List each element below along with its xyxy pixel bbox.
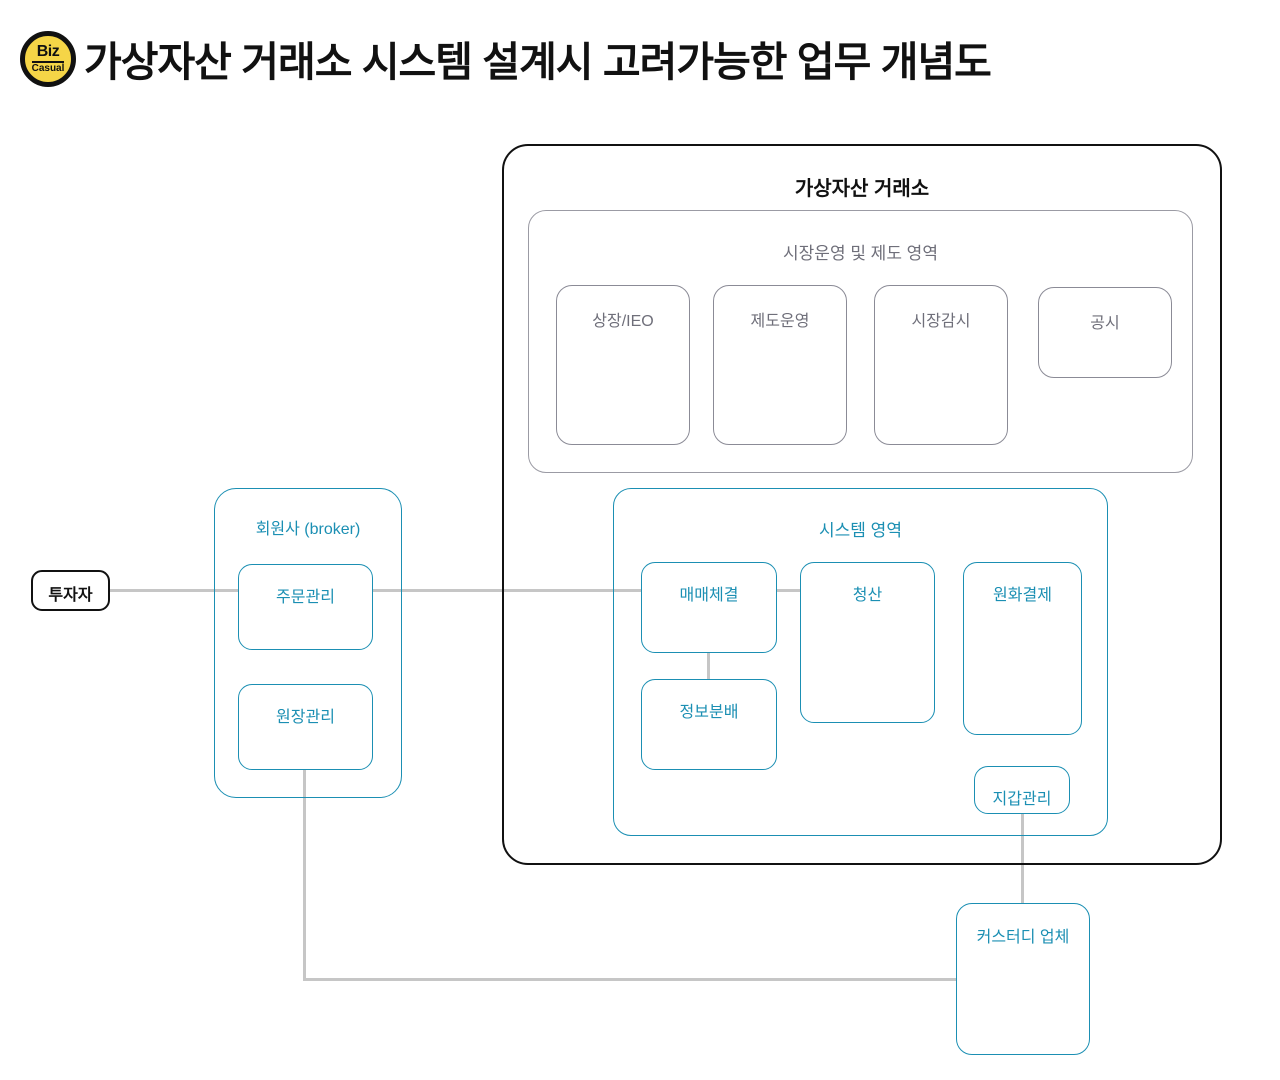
node-investor[interactable]: 투자자 bbox=[31, 570, 110, 611]
node-listing-ieo[interactable]: 상장/IEO bbox=[556, 285, 690, 445]
node-clearing-label: 청산 bbox=[852, 587, 883, 604]
node-trade-matching[interactable]: 매매체결 bbox=[641, 562, 777, 653]
logo-line-1: Biz bbox=[36, 43, 60, 60]
page-header: Biz Casual 가상자산 거래소 시스템 설계시 고려가능한 업무 개념도 bbox=[0, 0, 1280, 120]
broker-container: 회원사 (broker) bbox=[214, 488, 402, 798]
exchange-label: 가상자산 거래소 bbox=[794, 178, 930, 200]
system-region: 시스템 영역 bbox=[613, 488, 1108, 836]
node-order-management-label: 주문관리 bbox=[276, 589, 335, 606]
connector-matching-to-clearing bbox=[777, 589, 800, 592]
connector-matching-to-infodist bbox=[707, 653, 710, 679]
node-info-distribution-label: 정보분배 bbox=[679, 704, 739, 721]
system-region-label: 시스템 영역 bbox=[819, 521, 902, 540]
logo-line-2: Casual bbox=[31, 61, 65, 74]
broker-label: 회원사 (broker) bbox=[255, 521, 361, 538]
node-clearing[interactable]: 청산 bbox=[800, 562, 935, 723]
node-wallet-management[interactable]: 지갑관리 bbox=[974, 766, 1070, 814]
connector-ledger-to-custody bbox=[303, 978, 956, 981]
node-ledger-management[interactable]: 원장관리 bbox=[238, 684, 373, 770]
connector-ledger-down bbox=[303, 770, 306, 981]
node-investor-label: 투자자 bbox=[48, 587, 93, 604]
node-market-surveillance-label: 시장감시 bbox=[911, 313, 971, 330]
node-system-operation-label: 제도운영 bbox=[750, 313, 810, 330]
connector-order-to-matching bbox=[373, 589, 641, 592]
market-operations-region: 시장운영 및 제도 영역 bbox=[528, 210, 1193, 473]
node-disclosure-label: 공시 bbox=[1090, 315, 1120, 332]
node-info-distribution[interactable]: 정보분배 bbox=[641, 679, 777, 770]
market-operations-label: 시장운영 및 제도 영역 bbox=[783, 244, 938, 263]
node-disclosure[interactable]: 공시 bbox=[1038, 287, 1172, 378]
node-system-operation[interactable]: 제도운영 bbox=[713, 285, 847, 445]
node-market-surveillance[interactable]: 시장감시 bbox=[874, 285, 1008, 445]
node-custody-provider-label: 커스터디 업체 bbox=[976, 929, 1070, 946]
connector-investor-to-order bbox=[110, 589, 238, 592]
node-custody-provider[interactable]: 커스터디 업체 bbox=[956, 903, 1090, 1055]
node-wallet-management-label: 지갑관리 bbox=[992, 791, 1052, 808]
node-krw-settlement[interactable]: 원화결제 bbox=[963, 562, 1082, 735]
node-listing-ieo-label: 상장/IEO bbox=[592, 313, 654, 330]
bizcasual-logo: Biz Casual bbox=[20, 31, 76, 87]
node-order-management[interactable]: 주문관리 bbox=[238, 564, 373, 650]
exchange-container: 가상자산 거래소 bbox=[502, 144, 1222, 865]
node-trade-matching-label: 매매체결 bbox=[679, 587, 739, 604]
node-krw-settlement-label: 원화결제 bbox=[993, 587, 1052, 604]
page-title: 가상자산 거래소 시스템 설계시 고려가능한 업무 개념도 bbox=[84, 39, 992, 85]
connector-wallet-to-custody bbox=[1021, 814, 1024, 903]
node-ledger-management-label: 원장관리 bbox=[276, 709, 335, 726]
